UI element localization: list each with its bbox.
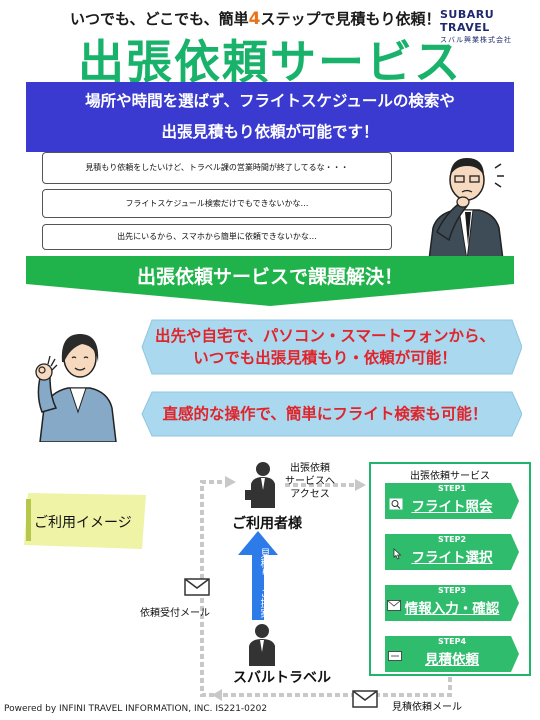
card-icon <box>388 651 402 661</box>
page-title: 出張依頼サービス <box>78 35 462 89</box>
feature-text-2: 直感的な操作で、簡単にフライト検索も可能！ <box>162 405 488 423</box>
step-4-name[interactable]: 見積依頼 <box>425 652 479 668</box>
receive-mail-icon <box>184 578 210 596</box>
brand-logo: SUBARU TRAVEL スバル興業株式会社 <box>440 8 540 45</box>
step-4-card <box>385 636 519 672</box>
concern-text-3: 出先にいるから、スマホから簡単に依頼できないかな… <box>117 232 317 241</box>
user-person-icon <box>245 462 275 508</box>
receive-mail-label: 依頼受付メール <box>140 608 210 619</box>
step-1-name[interactable]: フライト照会 <box>411 499 493 515</box>
mail-icon <box>387 600 401 611</box>
pointer-icon <box>393 548 402 560</box>
access-line-2: サービスへ <box>285 476 335 487</box>
step-1-card <box>385 483 519 519</box>
brand-name-jp: スバル興業株式会社 <box>440 36 512 44</box>
tagline-number: 4 <box>248 9 261 29</box>
feature-text-1: 出先や自宅で、パソコン・スマートフォンから、 いつでも出張見積もり・依頼が可能！ <box>150 325 500 369</box>
feature-box-2 <box>141 391 522 437</box>
user-label: ご利用者様 <box>232 516 302 532</box>
header-tagline: いつでも、どこでも、簡単4ステップで見積もり依頼！ <box>70 8 441 29</box>
banner-line-1: 場所や時間を選ばず、フライトスケジュールの検索や <box>85 92 455 110</box>
search-icon <box>389 498 403 510</box>
concern-box-3: 出先にいるから、スマホから簡単に依頼できないかな… <box>42 224 392 250</box>
step-3-card <box>385 585 519 621</box>
feature-1-line-1: 出先や自宅で、パソコン・スマートフォンから、 <box>155 327 495 345</box>
step-3-name[interactable]: 情報入力・確認 <box>404 601 500 617</box>
estimate-label: 見積り・ご提案 <box>258 548 269 618</box>
businesswoman-ok-illustration <box>35 334 117 442</box>
feature-1-line-2: いつでも出張見積もり・依頼が可能！ <box>193 349 457 367</box>
concern-text-1: 見積もり依頼をしたいけど、トラベル課の営業時間が終了してるな・・・ <box>85 163 349 172</box>
step-2-tag: STEP2 <box>437 535 467 544</box>
brand-name-en: SUBARU TRAVEL <box>440 8 495 34</box>
concern-box-2: フライトスケジュール検索だけでもできないかな… <box>42 189 392 218</box>
tagline-suffix: ステップで見積もり依頼！ <box>260 10 441 28</box>
usage-sticky-note <box>24 493 146 549</box>
flow-lines <box>200 476 452 701</box>
usage-label: ご利用イメージ <box>34 515 132 531</box>
tagline-prefix: いつでも、どこでも、簡単 <box>70 10 249 28</box>
request-mail-icon <box>352 690 378 708</box>
solution-text: 出張依頼サービスで課題解決！ <box>136 266 403 288</box>
step-3-tag: STEP3 <box>437 586 467 595</box>
service-steps-title: 出張依頼サービス <box>410 471 490 482</box>
access-label: 出張依頼 サービスへ アクセス <box>285 462 335 501</box>
solution-arrow <box>26 256 514 306</box>
agent-person-icon <box>249 624 275 666</box>
request-mail-label: 見積依頼メール <box>392 702 462 713</box>
feature-box-1 <box>141 319 522 375</box>
step-1-tag: STEP1 <box>437 484 467 493</box>
concern-text-2: フライトスケジュール検索だけでもできないかな… <box>125 198 309 208</box>
footer-credit: Powered by INFINI TRAVEL INFORMATION, IN… <box>4 704 268 714</box>
intro-banner: 場所や時間を選ばず、フライトスケジュールの検索や 出張見積もり依頼が可能です！ <box>26 82 514 152</box>
step-2-card <box>385 534 519 570</box>
step-4-tag: STEP4 <box>437 637 467 646</box>
worried-businessman-illustration <box>428 158 504 260</box>
subaru-travel-label: スバルトラベル <box>233 670 331 686</box>
step-2-name[interactable]: フライト選択 <box>411 550 493 566</box>
concern-box-1: 見積もり依頼をしたいけど、トラベル課の営業時間が終了してるな・・・ <box>42 152 392 184</box>
access-line-3: アクセス <box>290 489 330 500</box>
access-line-1: 出張依頼 <box>290 463 330 474</box>
banner-line-2: 出張見積もり依頼が可能です！ <box>161 123 379 141</box>
